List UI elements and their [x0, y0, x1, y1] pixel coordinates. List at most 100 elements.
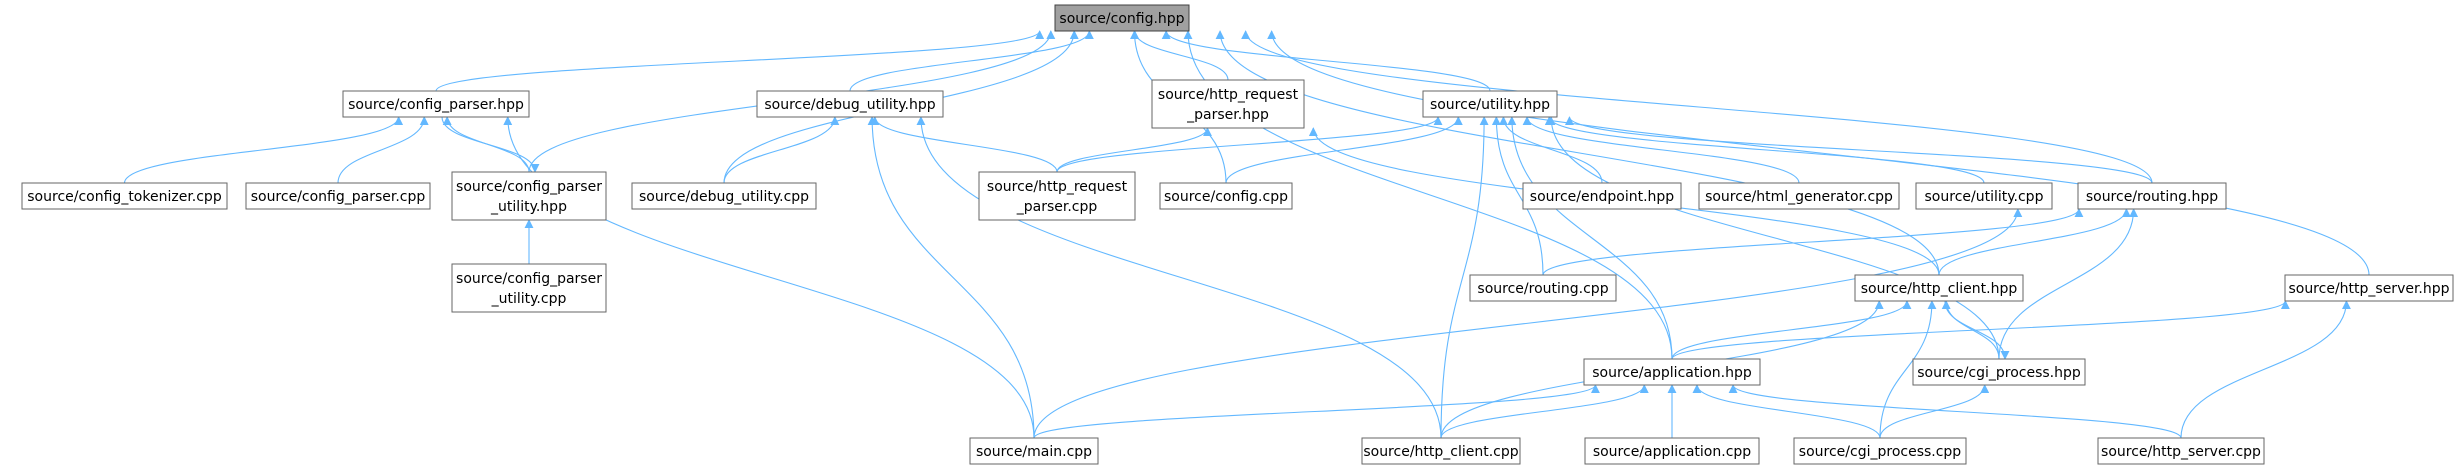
- node-box[interactable]: [1054, 4, 1190, 32]
- edge-html_generator_cpp-to-utility_hpp: [1522, 116, 1800, 184]
- node-box[interactable]: [1159, 182, 1293, 210]
- node-config-parser-hpp[interactable]: source/config_parser.hpp: [342, 90, 530, 118]
- node-label: source/config_tokenizer.cpp: [27, 189, 222, 205]
- edge-config_parser_cpp-to-config_parser_hpp: [337, 116, 429, 184]
- edge-http_request_parser_cpp-to-utility_hpp: [1056, 116, 1443, 173]
- file-nodes: source/config.hpp source/config_parser.hp…: [21, 4, 2454, 465]
- edge-http_request_parser_cpp-to-debug_utility_hpp: [870, 116, 1058, 173]
- node-config-cpp[interactable]: source/config.cpp: [1159, 182, 1293, 210]
- node-box[interactable]: [1912, 358, 2086, 386]
- node-label: source/config_parser: [456, 271, 602, 287]
- edge-config_parser_hpp-to-config_hpp: [435, 30, 1045, 92]
- edge-main_cpp-to-application_hpp: [1033, 384, 1600, 439]
- node-config-tokenizer-cpp[interactable]: source/config_tokenizer.cpp: [21, 182, 228, 210]
- node-box[interactable]: [631, 182, 817, 210]
- node-http-server-cpp[interactable]: source/http_server.cpp: [2097, 437, 2265, 465]
- node-label: source/application.cpp: [1593, 444, 1751, 460]
- node-debug-utility-cpp[interactable]: source/debug_utility.cpp: [631, 182, 817, 210]
- node-label: _parser.hpp: [1186, 107, 1269, 123]
- edge-application_hpp-to-http_server_hpp: [1671, 300, 2290, 360]
- node-http-client-cpp[interactable]: source/http_client.cpp: [1361, 437, 1521, 465]
- node-application-cpp[interactable]: source/application.cpp: [1584, 437, 1760, 465]
- node-box[interactable]: [1361, 437, 1521, 465]
- node-box[interactable]: [2284, 274, 2454, 302]
- node-box[interactable]: [1583, 358, 1761, 386]
- edge-http_client_cpp-to-utility_hpp: [1440, 116, 1489, 439]
- node-utility-cpp[interactable]: source/utility.cpp: [1915, 182, 2053, 210]
- node-box[interactable]: [342, 90, 530, 118]
- node-box[interactable]: [451, 263, 607, 313]
- node-http-request-parser-hpp[interactable]: source/http_request _parser.hpp: [1151, 79, 1305, 129]
- node-box[interactable]: [2077, 182, 2227, 210]
- edge-cgi_process_cpp-to-application_hpp: [1692, 384, 1881, 439]
- node-label: source/html_generator.cpp: [1705, 189, 1893, 205]
- node-label: source/http_server.cpp: [2101, 444, 2261, 460]
- edge-http_client_hpp-to-routing_hpp: [1938, 208, 2131, 276]
- edge-http_server_cpp-to-http_server_hpp: [2180, 300, 2351, 439]
- edge-http_server_hpp-to-config_hpp: [1267, 30, 2370, 276]
- edge-cgi_process_hpp-to-utility_hpp: [1546, 116, 2000, 360]
- node-cgi-process-cpp[interactable]: source/cgi_process.cpp: [1793, 437, 1967, 465]
- node-box[interactable]: [1854, 274, 2024, 302]
- node-label: source/config_parser.cpp: [251, 189, 426, 205]
- node-http-server-hpp[interactable]: source/http_server.hpp: [2284, 274, 2454, 302]
- node-box[interactable]: [1422, 90, 1558, 118]
- node-application-hpp[interactable]: source/application.hpp: [1583, 358, 1761, 386]
- node-box[interactable]: [1793, 437, 1967, 465]
- node-debug-utility-hpp[interactable]: source/debug_utility.hpp: [756, 90, 944, 118]
- node-label: source/http_request: [987, 179, 1128, 195]
- node-box[interactable]: [1584, 437, 1760, 465]
- node-endpoint-hpp[interactable]: source/endpoint.hpp: [1522, 182, 1682, 210]
- edge-config_tokenizer_cpp-to-config_parser_hpp: [123, 116, 404, 184]
- node-box[interactable]: [1522, 182, 1682, 210]
- node-label: source/debug_utility.hpp: [764, 97, 935, 113]
- node-label: _parser.cpp: [1016, 199, 1098, 215]
- edge-utility_cpp-to-utility_hpp: [1544, 116, 1985, 184]
- node-routing-cpp[interactable]: source/routing.cpp: [1469, 274, 1617, 302]
- node-cgi-process-hpp[interactable]: source/cgi_process.hpp: [1912, 358, 2086, 386]
- node-routing-hpp[interactable]: source/routing.hpp: [2077, 182, 2227, 210]
- node-box[interactable]: [245, 182, 431, 210]
- node-label: source/application.hpp: [1592, 365, 1752, 381]
- node-box[interactable]: [969, 437, 1099, 465]
- node-box[interactable]: [21, 182, 228, 210]
- node-box[interactable]: [2097, 437, 2265, 465]
- node-config-parser-utility-cpp[interactable]: source/config_parser_utility.cpp: [451, 263, 607, 313]
- node-label: source/config_parser.hpp: [348, 97, 524, 113]
- edge-routing_hpp-to-config_hpp: [1241, 30, 2153, 184]
- edge-cgi_process_cpp-to-http_client_hpp: [1879, 300, 1937, 439]
- node-utility-hpp[interactable]: source/utility.hpp: [1422, 90, 1558, 118]
- node-box[interactable]: [1469, 274, 1617, 302]
- node-box[interactable]: [451, 171, 607, 221]
- node-box[interactable]: [1151, 79, 1305, 129]
- node-label: source/cgi_process.cpp: [1799, 444, 1962, 460]
- node-label: source/http_request: [1158, 87, 1299, 103]
- node-label: source/http_client.cpp: [1363, 444, 1518, 460]
- node-label: source/utility.hpp: [1430, 97, 1550, 113]
- node-box[interactable]: [978, 171, 1136, 221]
- edge-application_hpp-to-utility_hpp: [1507, 116, 1673, 360]
- node-box[interactable]: [756, 90, 944, 118]
- edge-cgi_process_hpp-to-routing_hpp: [1998, 208, 2139, 360]
- node-config-hpp[interactable]: source/config.hpp: [1054, 4, 1190, 32]
- node-http-client-hpp[interactable]: source/http_client.hpp: [1854, 274, 2024, 302]
- node-html-generator-cpp[interactable]: source/html_generator.cpp: [1698, 182, 1900, 210]
- node-label: source/config.cpp: [1164, 189, 1288, 205]
- edge-http_server_cpp-to-application_hpp: [1728, 384, 2182, 439]
- node-label: source/utility.cpp: [1925, 189, 2044, 205]
- node-label: source/routing.hpp: [2086, 189, 2218, 205]
- edge-http_request_parser_hpp-to-config_hpp: [1130, 30, 1229, 81]
- edge-cgi_process_cpp-to-cgi_process_hpp: [1879, 384, 1990, 439]
- node-box[interactable]: [1698, 182, 1900, 210]
- node-main-cpp[interactable]: source/main.cpp: [969, 437, 1099, 465]
- node-label: source/endpoint.hpp: [1530, 189, 1674, 205]
- edge-main_cpp-to-routing_hpp: [1033, 208, 2023, 439]
- node-config-parser-utility-hpp[interactable]: source/config_parser_utility.hpp: [451, 171, 607, 221]
- node-label: source/cgi_process.hpp: [1917, 365, 2081, 381]
- node-http-request-parser-cpp[interactable]: source/http_request _parser.cpp: [978, 171, 1136, 221]
- node-config-parser-cpp[interactable]: source/config_parser.cpp: [245, 182, 431, 210]
- node-box[interactable]: [1915, 182, 2053, 210]
- node-label: source/http_client.hpp: [1861, 281, 2018, 297]
- edge-debug_utility_hpp-to-config_hpp: [849, 30, 1094, 92]
